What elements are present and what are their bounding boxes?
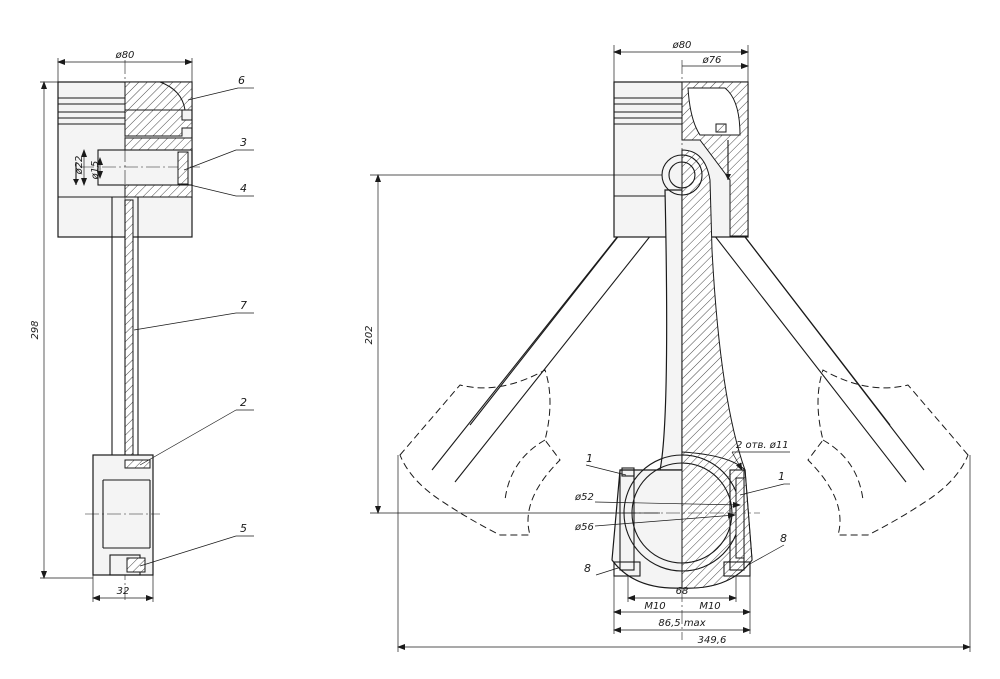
right-big-end	[600, 451, 760, 589]
right-dim-m10-right: M10	[699, 601, 720, 612]
left-view: ø80	[30, 50, 254, 602]
left-dim-width-label: ø80	[115, 50, 135, 61]
right-dim-3496: 349,6	[698, 635, 727, 646]
right-dim-bottom: 68 M10 M10 86,5 max 349,6	[397, 455, 971, 652]
right-dim-inner-label: ø76	[702, 55, 722, 66]
left-dim-bottom: 32	[92, 575, 154, 602]
right-dim-bore-small: ø52	[574, 492, 594, 503]
left-label-6: 6	[238, 74, 245, 87]
left-label-5: 5	[240, 522, 247, 535]
right-label-1-left: 1	[586, 452, 593, 465]
left-label-7: 7	[240, 299, 247, 312]
left-leaders: 6 3 4 7 2 5	[133, 74, 254, 567]
right-dim-bore-large: ø56	[574, 522, 594, 533]
right-dim-width-label: ø80	[672, 40, 692, 51]
right-rod	[370, 60, 746, 640]
right-dim-bores: ø52 ø56	[574, 492, 741, 533]
right-dim-top: ø80 ø76	[613, 40, 749, 82]
right-view: ø80 ø76	[364, 40, 971, 652]
right-dim-holes-label: 2 отв. ø11	[736, 440, 789, 451]
right-piston	[613, 81, 749, 238]
swing-left-dashed	[399, 369, 561, 536]
left-big-end	[85, 454, 160, 576]
swing-right-dashed	[807, 369, 969, 536]
left-label-2: 2	[240, 396, 247, 409]
left-dim-bottom-label: 32	[117, 586, 130, 597]
right-dim-holes: 2 отв. ø11	[731, 440, 790, 471]
right-label-8-right: 8	[780, 532, 787, 545]
right-dim-68: 68	[676, 586, 689, 597]
right-dim-865: 86,5 max	[658, 618, 705, 629]
right-dim-m10-left: M10	[644, 601, 665, 612]
right-dim-height-label: 202	[364, 325, 375, 344]
right-dim-height: 202	[364, 174, 660, 514]
right-label-8-left: 8	[584, 562, 591, 575]
left-dim-pin: ø22 ø15	[74, 149, 103, 186]
left-dim-pin-inner: ø15	[90, 161, 101, 181]
left-label-4: 4	[240, 182, 247, 195]
left-dim-height: 298	[30, 81, 93, 579]
left-label-3: 3	[240, 136, 247, 149]
left-dim-pin-outer: ø22	[74, 156, 85, 176]
right-leaders: 1 1 8 8	[584, 452, 790, 576]
right-label-1-right: 1	[778, 470, 785, 483]
left-dim-height-label: 298	[30, 320, 41, 339]
